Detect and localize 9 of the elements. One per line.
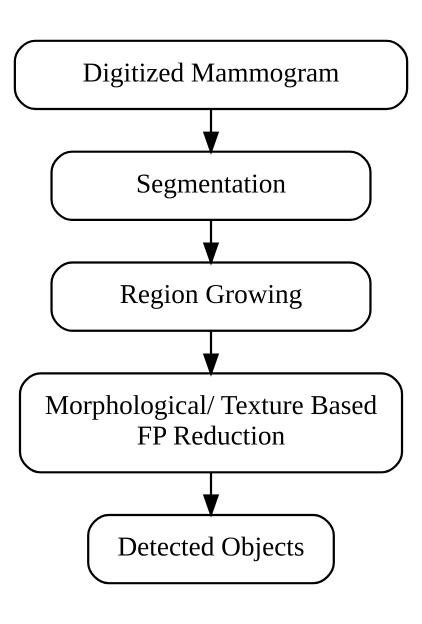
arrow [202, 220, 220, 266]
arrow [202, 331, 220, 377]
node-box: Region Growing [50, 261, 372, 332]
arrow [202, 109, 220, 155]
node-box: Morphological/ Texture Based FP Reduction [18, 372, 404, 474]
node-box: Segmentation [50, 150, 372, 221]
node-box: Detected Objects [87, 514, 335, 584]
node-box: Digitized Mammogram [14, 40, 408, 110]
arrow [202, 472, 220, 518]
